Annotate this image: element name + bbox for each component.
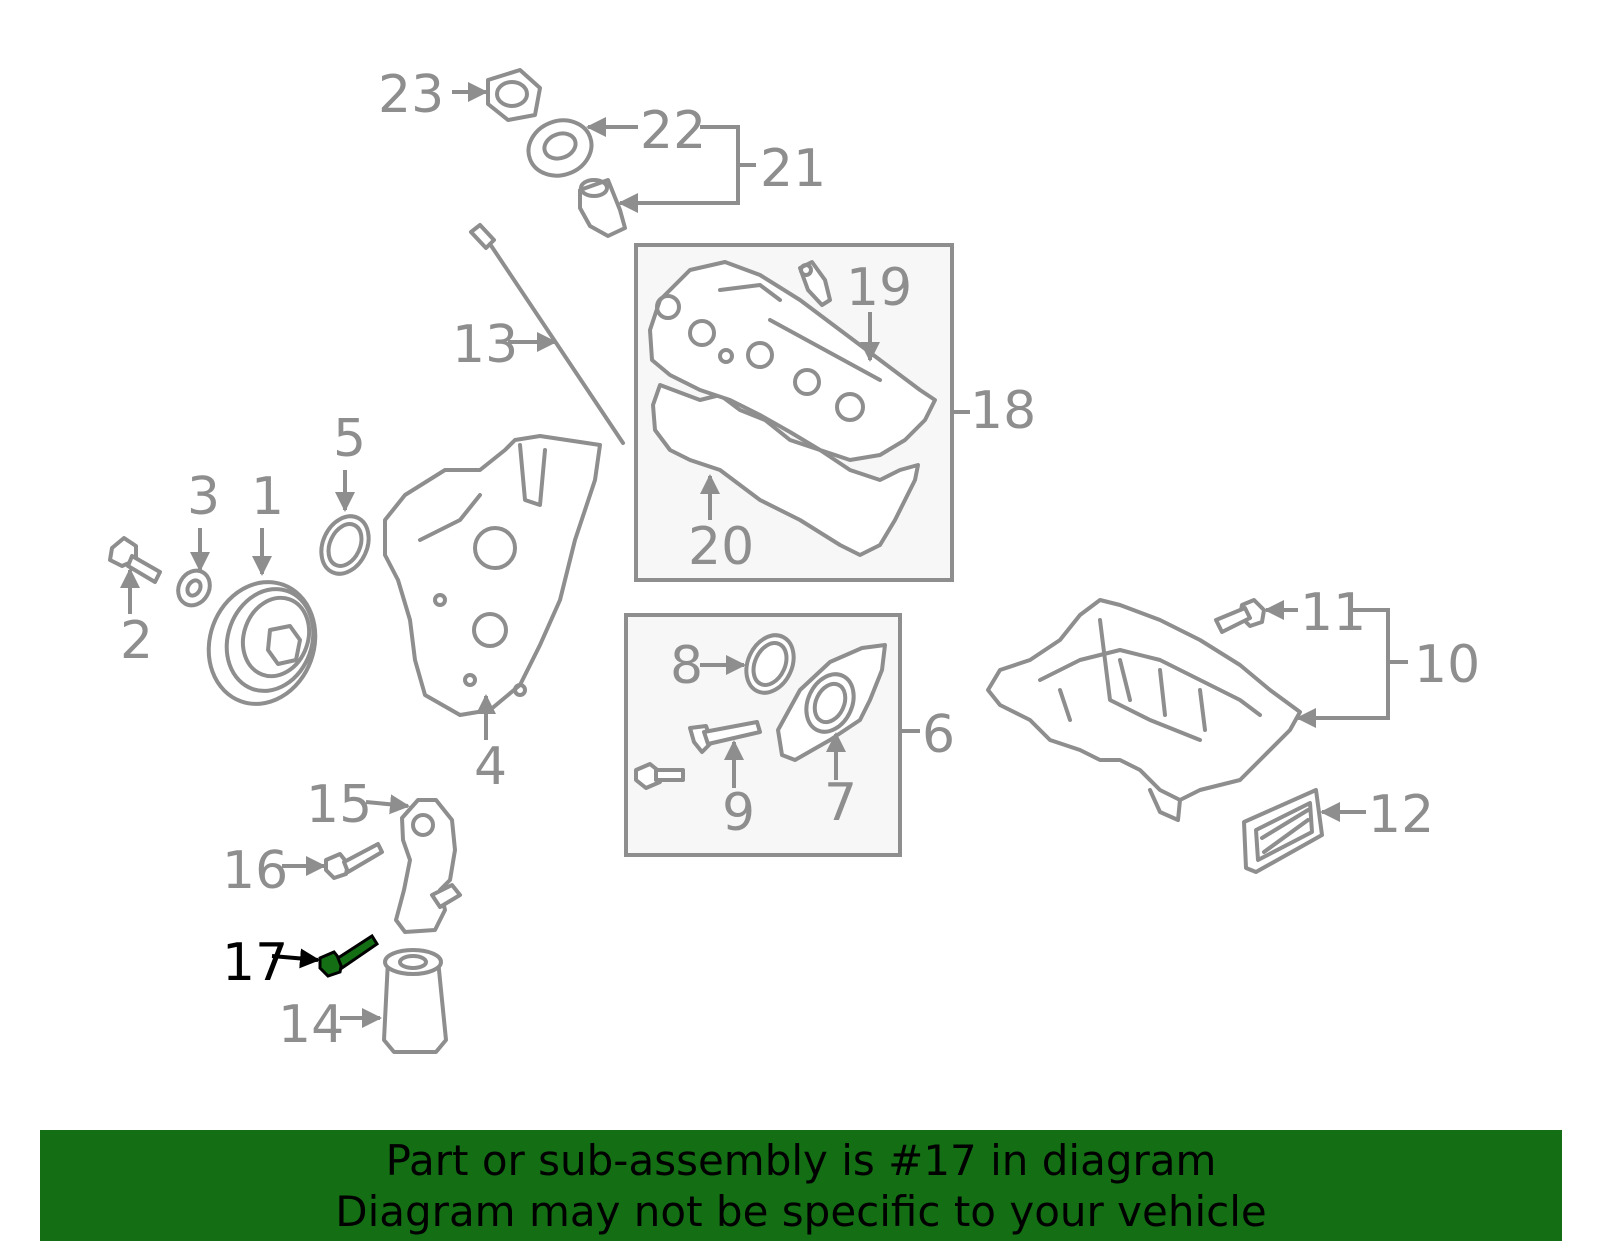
part-8-rear-seal[interactable]	[737, 628, 802, 701]
label-15: 15	[306, 775, 372, 835]
label-14: 14	[278, 995, 344, 1055]
part-2-bolt[interactable]	[108, 536, 162, 584]
label-3: 3	[187, 467, 220, 527]
label-11: 11	[1300, 583, 1366, 643]
label-23: 23	[378, 65, 444, 125]
label-13: 13	[452, 315, 518, 375]
label-6: 6	[922, 705, 955, 765]
label-7: 7	[824, 773, 857, 833]
label-5: 5	[333, 409, 366, 469]
label-10: 10	[1414, 635, 1480, 695]
banner-line-1: Part or sub-assembly is #17 in diagram	[385, 1135, 1217, 1185]
part-16-adapter-bolt[interactable]	[324, 842, 384, 880]
part-15-filter-adapter[interactable]	[394, 798, 462, 934]
label-16: 16	[222, 841, 288, 901]
label-21: 21	[760, 139, 826, 199]
part-4-timing-cover[interactable]	[383, 434, 602, 717]
label-8: 8	[670, 636, 703, 696]
part-22-gasket[interactable]	[521, 112, 600, 185]
label-17: 17	[222, 933, 288, 993]
label-18: 18	[970, 381, 1036, 441]
part-9-bolt[interactable]	[634, 720, 762, 790]
leader-lines	[120, 82, 1408, 1028]
label-2: 2	[120, 611, 153, 671]
label-9: 9	[722, 783, 755, 843]
banner-line-2: Diagram may not be specific to your vehi…	[335, 1186, 1267, 1236]
part-5-front-seal[interactable]	[312, 509, 377, 582]
label-22: 22	[640, 101, 706, 161]
part-3-washer[interactable]	[172, 565, 216, 611]
part-19-pcv-valve[interactable]	[798, 260, 832, 307]
label-1: 1	[251, 467, 284, 527]
label-4: 4	[474, 737, 507, 797]
info-banner: Part or sub-assembly is #17 in diagram D…	[40, 1130, 1562, 1241]
label-19: 19	[846, 258, 912, 318]
part-18-valve-cover[interactable]	[648, 260, 937, 557]
part-14-oil-filter[interactable]	[382, 948, 448, 1054]
label-20: 20	[688, 517, 754, 577]
part-23-seal[interactable]	[486, 68, 542, 122]
label-12: 12	[1368, 785, 1434, 845]
part-12-plate[interactable]	[1242, 788, 1324, 874]
part-7-seal-retainer[interactable]	[776, 643, 887, 762]
part-17-bolt-highlighted[interactable]	[318, 933, 380, 978]
part-1-pulley[interactable]	[192, 567, 332, 719]
part-21-filler-cap[interactable]	[578, 178, 627, 238]
part-10-oil-pan[interactable]	[986, 598, 1302, 822]
part-11-pan-bolt[interactable]	[1214, 598, 1266, 634]
